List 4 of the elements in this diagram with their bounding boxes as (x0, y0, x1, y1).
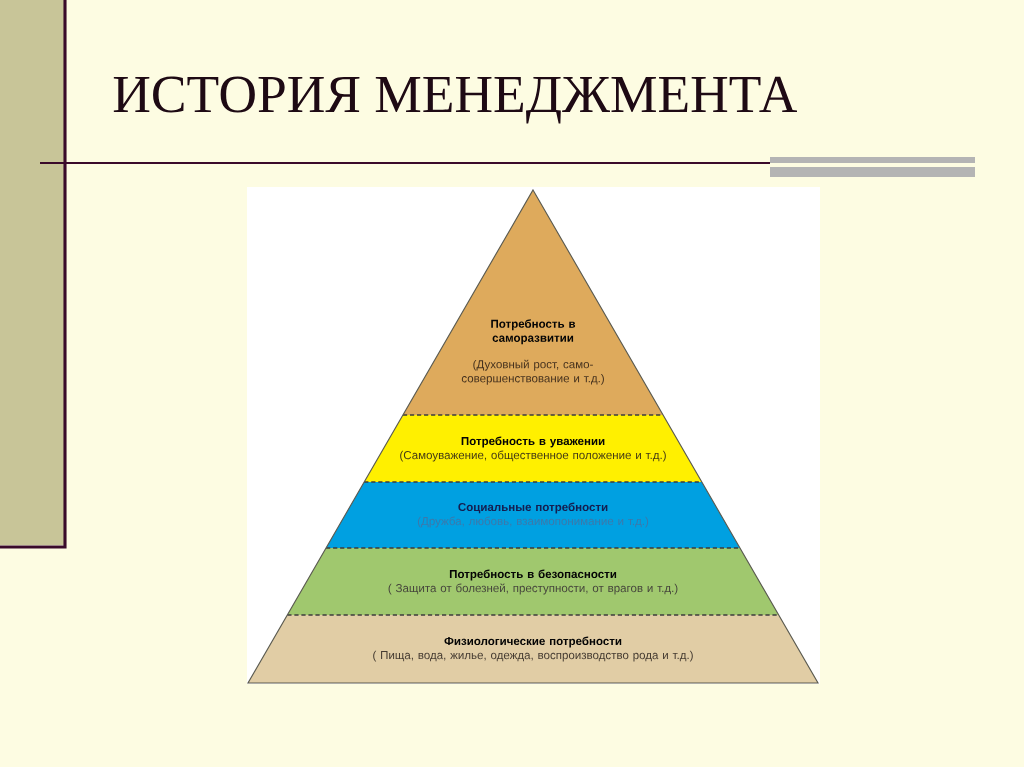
title: ИСТОРИЯ МЕНЕДЖМЕНТА (113, 76, 797, 124)
pyramid-level: Потребность в саморазвитии (Духовный рост, само-совершенствование и т.д.) (402, 190, 664, 415)
pyramid-level: Потребность в уважении (Самоуважение, общественное положение и т.д.) (364, 415, 702, 482)
pyramid-level: Физиологические потребности ( Пища, вода, жилье, одежда, воспроизводство рода и т.д.) (248, 615, 818, 683)
